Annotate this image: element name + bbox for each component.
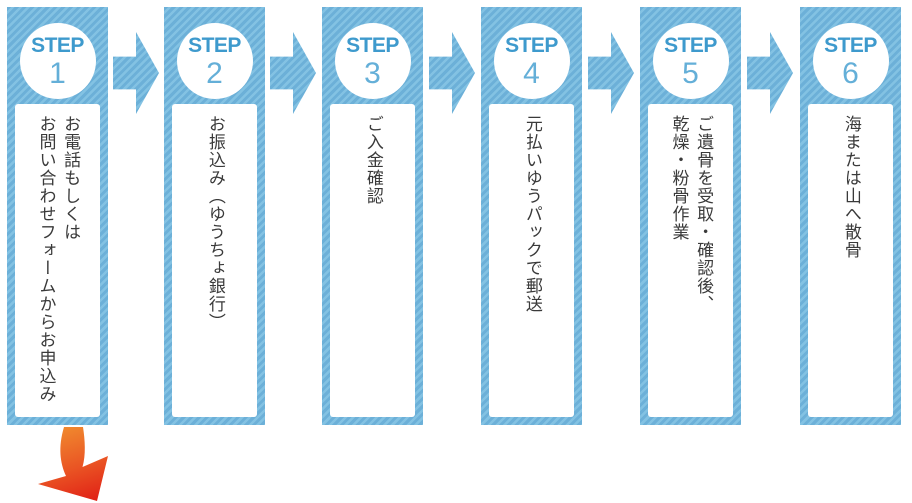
step-6-label: STEP xyxy=(824,34,877,57)
step-5-number: 5 xyxy=(682,57,699,90)
step-5-label: STEP xyxy=(664,34,717,57)
step-1-number: 1 xyxy=(49,57,66,90)
step-5-description: ご遺骨を受取・確認後、 乾燥・粉骨作業 xyxy=(669,115,714,313)
step-6-badge: STEP 6 xyxy=(812,23,889,99)
step-3-description: ご入金確認 xyxy=(363,115,383,205)
step-1-badge: STEP 1 xyxy=(19,23,96,99)
step-4-badge: STEP 4 xyxy=(493,23,570,99)
step-column-4: STEP 4 元払いゆうパックで郵送 xyxy=(481,7,582,425)
step-2-description: お振込み（ゆうちょ銀行） xyxy=(205,115,225,331)
step-column-6: STEP 6 海または山へ散骨 xyxy=(800,7,901,425)
step-column-3: STEP 3 ご入金確認 xyxy=(322,7,423,425)
step-column-1: STEP 1 お電話もしくは お問い合わせフォームからお申込み xyxy=(7,7,108,425)
step-3-badge: STEP 3 xyxy=(334,23,411,99)
step-6-number: 6 xyxy=(842,57,859,90)
step-1-textbox: お電話もしくは お問い合わせフォームからお申込み xyxy=(15,104,100,417)
right-arrow-icon xyxy=(588,32,634,114)
step-1-description: お電話もしくは お問い合わせフォームからお申込み xyxy=(36,115,81,403)
step-column-2: STEP 2 お振込み（ゆうちょ銀行） xyxy=(164,7,265,425)
step-1-label: STEP xyxy=(31,34,84,57)
step-4-label: STEP xyxy=(505,34,558,57)
right-arrow-icon xyxy=(270,32,316,114)
step-3-textbox: ご入金確認 xyxy=(330,104,415,417)
step-4-textbox: 元払いゆうパックで郵送 xyxy=(489,104,574,417)
step-3-number: 3 xyxy=(364,57,381,90)
step-2-label: STEP xyxy=(188,34,241,57)
step-2-badge: STEP 2 xyxy=(176,23,253,99)
curved-down-right-arrow-icon xyxy=(38,427,108,501)
step-4-description: 元払いゆうパックで郵送 xyxy=(522,115,542,313)
step-6-description: 海または山へ散骨 xyxy=(841,115,861,259)
step-4-number: 4 xyxy=(523,57,540,90)
right-arrow-icon xyxy=(113,32,159,114)
step-column-5: STEP 5 ご遺骨を受取・確認後、 乾燥・粉骨作業 xyxy=(640,7,741,425)
step-2-textbox: お振込み（ゆうちょ銀行） xyxy=(172,104,257,417)
step-5-textbox: ご遺骨を受取・確認後、 乾燥・粉骨作業 xyxy=(648,104,733,417)
step-5-badge: STEP 5 xyxy=(652,23,729,99)
right-arrow-icon xyxy=(429,32,475,114)
step-2-number: 2 xyxy=(206,57,223,90)
step-6-textbox: 海または山へ散骨 xyxy=(808,104,893,417)
right-arrow-icon xyxy=(747,32,793,114)
step-3-label: STEP xyxy=(346,34,399,57)
